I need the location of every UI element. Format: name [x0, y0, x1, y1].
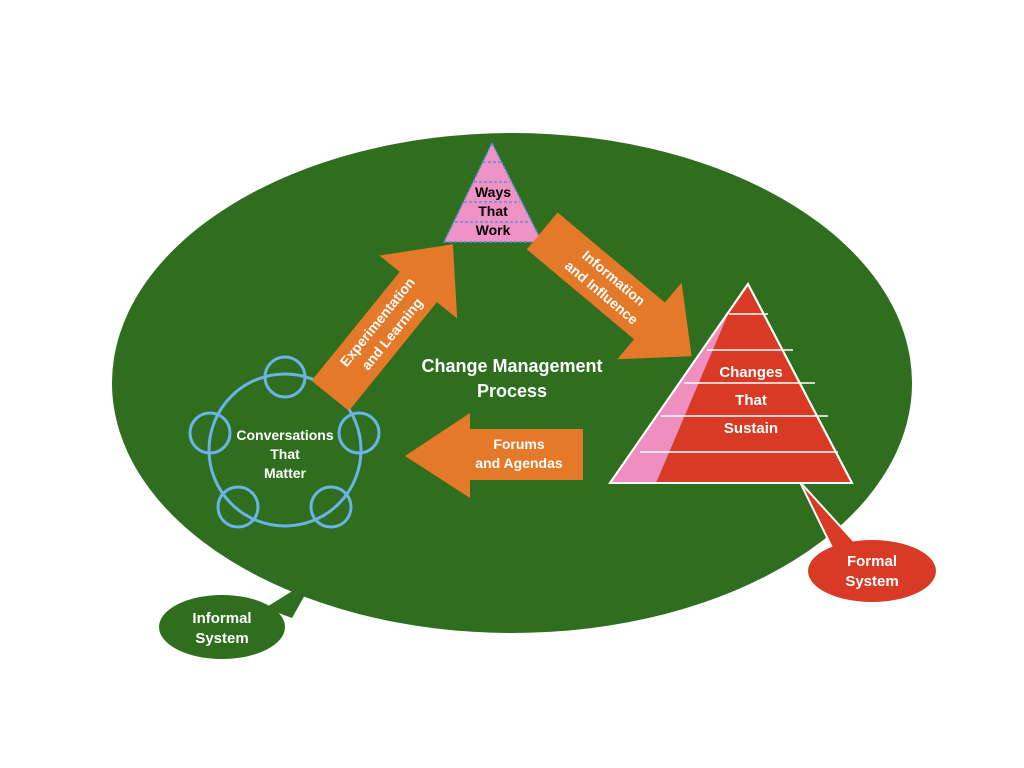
arrow-forums-shape — [405, 413, 583, 498]
conversations-seat-bottom-left — [216, 485, 260, 529]
conversations-main-circle — [207, 372, 363, 528]
formal-callout-bubble — [808, 540, 936, 602]
conversations-seat-bottom-right — [309, 485, 353, 529]
formal-system-callout: Formal System — [799, 481, 936, 602]
ways-triangle-shape — [442, 141, 544, 243]
conversations-that-matter-circles — [188, 355, 381, 529]
ways-label-line-3: Work — [476, 222, 511, 238]
changes-that-sustain-pyramid: Changes That Sustain — [608, 282, 854, 484]
conversations-label-line-3: Matter — [264, 465, 307, 481]
informal-callout-line-1: Informal — [192, 610, 251, 627]
pyramid-label-line-2: That — [735, 392, 767, 409]
formal-callout-line-1: Formal — [847, 553, 897, 570]
arrow-forums-line-1: Forums — [493, 436, 545, 452]
arrow-experimentation-shape — [311, 244, 458, 411]
arrow-information-shape — [526, 212, 692, 360]
conversations-seat-left — [188, 411, 232, 455]
ways-label-line-2: That — [478, 203, 508, 219]
informal-callout-bubble — [159, 595, 285, 659]
conversations-seat-right — [337, 411, 381, 455]
arrow-forums-line-2: and Agendas — [475, 455, 563, 471]
pyramid-label-line-3: Sustain — [724, 420, 778, 437]
informal-callout-line-2: System — [195, 630, 248, 647]
pyramid-label-line-1: Changes — [719, 364, 782, 381]
conversations-seat-top — [263, 355, 307, 399]
ways-label-line-1: Ways — [475, 184, 511, 200]
center-title-line-1: Change Management — [421, 356, 602, 376]
informal-callout-pointer — [265, 577, 315, 618]
informal-system-callout: Informal System — [159, 577, 315, 659]
center-title-line-2: Process — [477, 381, 547, 401]
formal-callout-line-2: System — [845, 573, 898, 590]
arrow-forums-and-agendas: Forums and Agendas — [405, 413, 583, 498]
conversations-label-line-1: Conversations — [236, 427, 333, 443]
conversations-label-line-2: That — [270, 446, 300, 462]
ways-that-work-triangle: Ways That Work — [442, 141, 544, 243]
